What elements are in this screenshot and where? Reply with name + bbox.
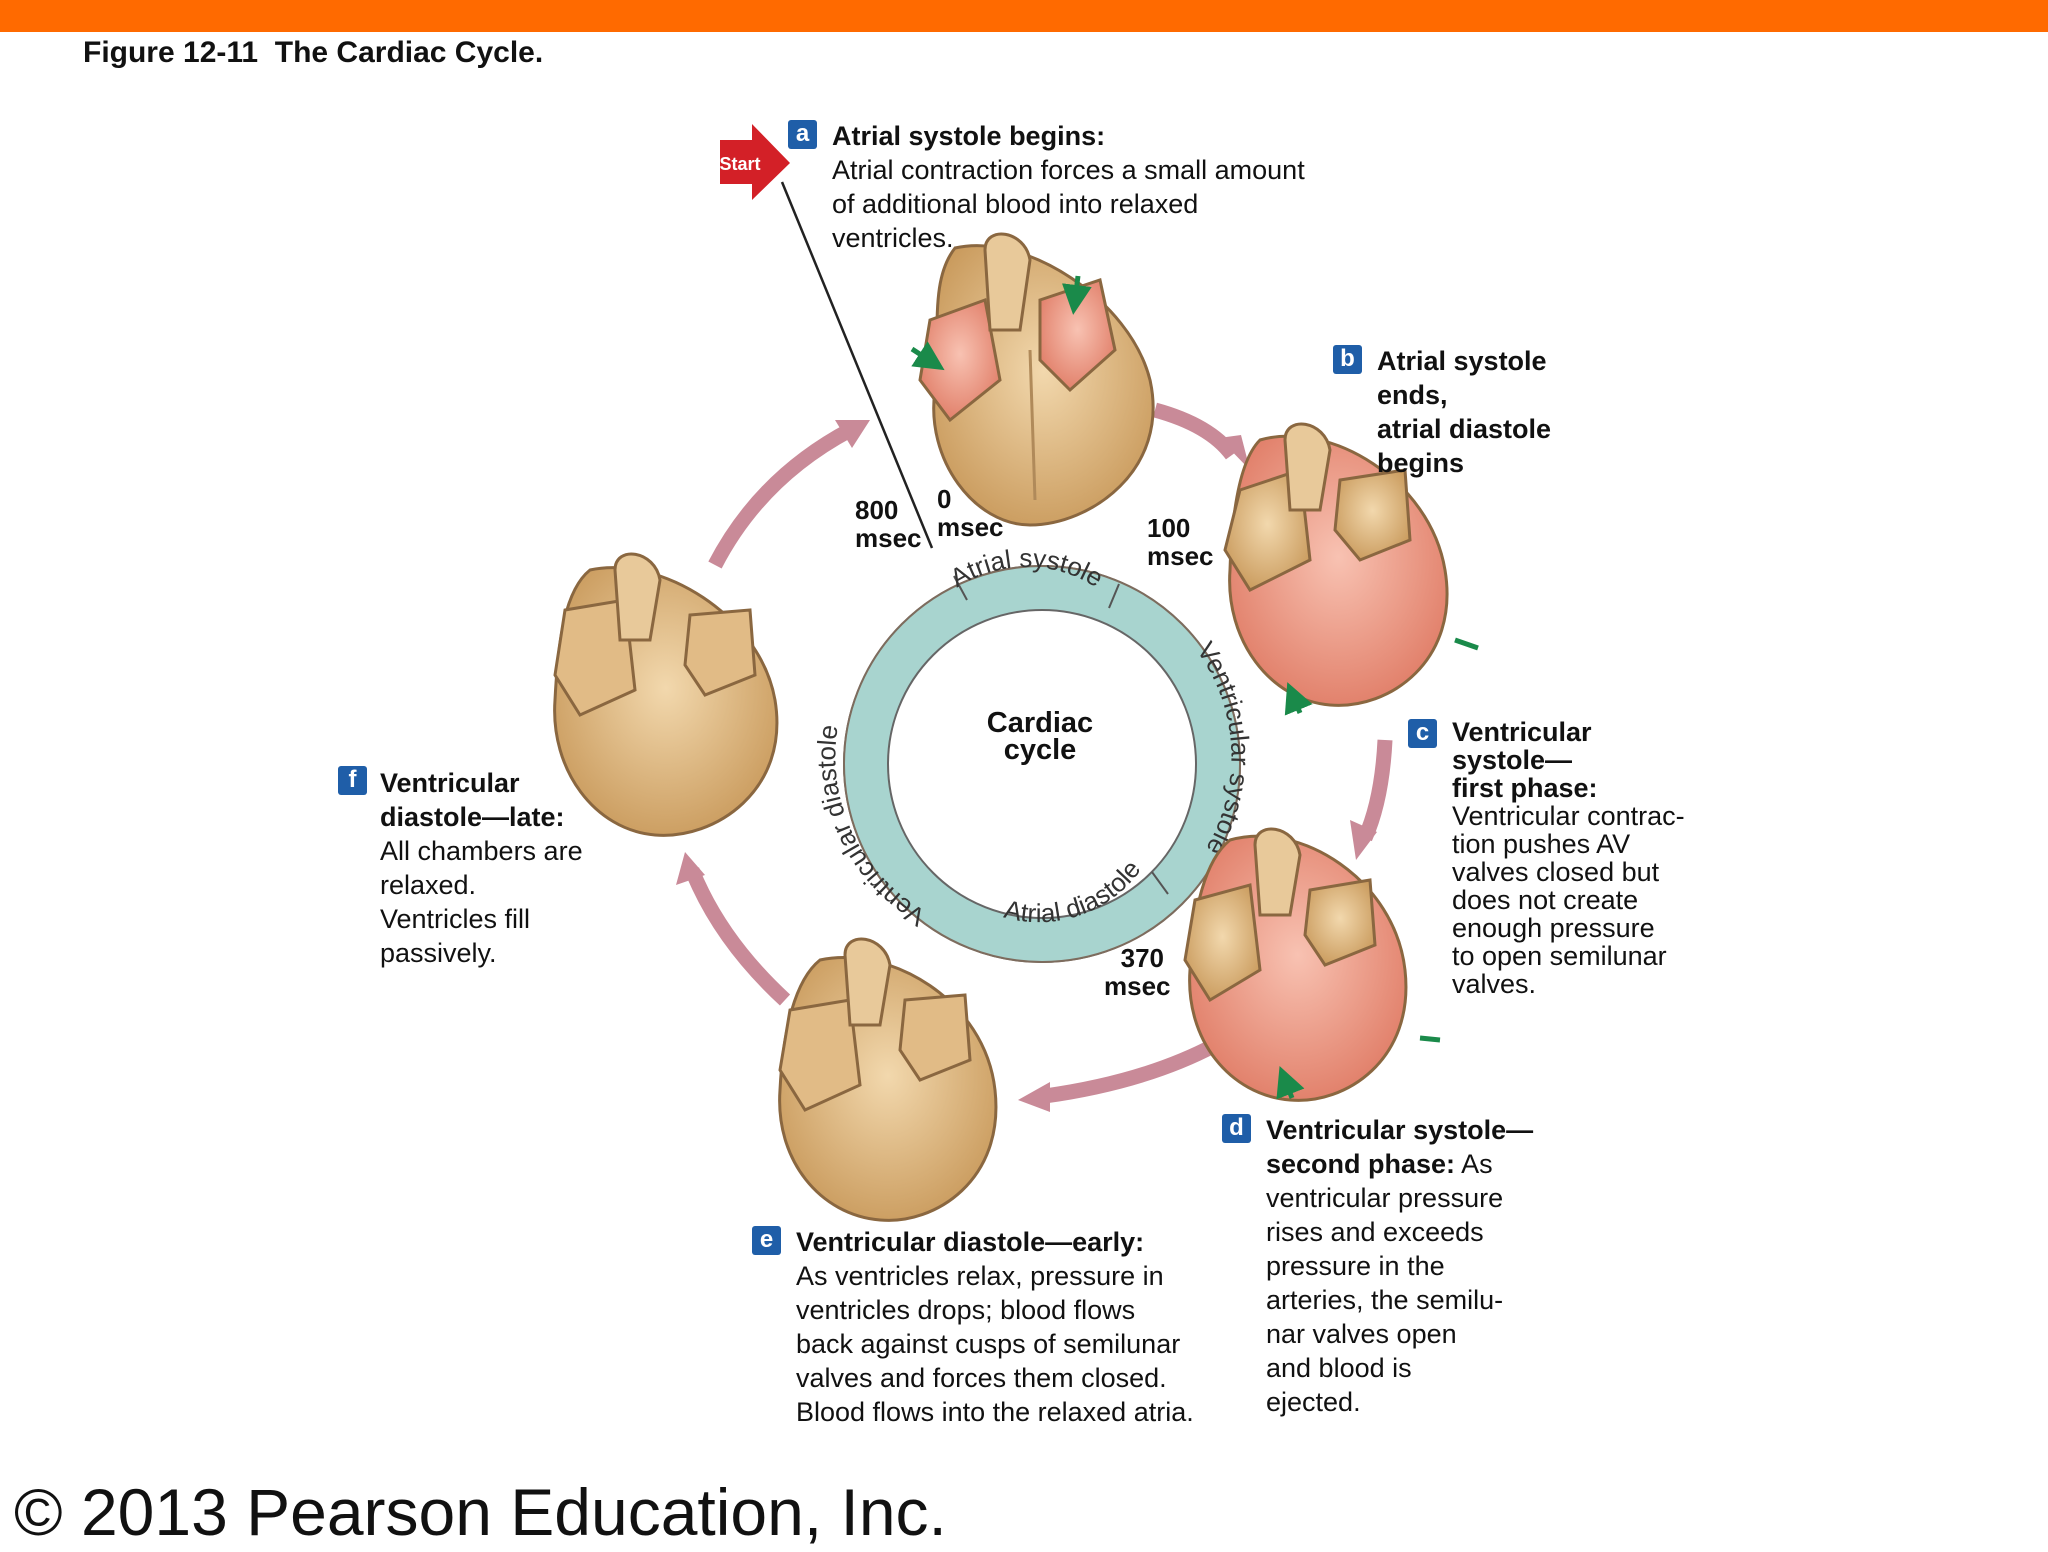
step-d-text: Ventricular systole— second phase: As ve…	[1266, 1115, 1534, 1417]
arrowhead-b-to-c	[1350, 820, 1377, 860]
arrowhead-e-to-f	[676, 852, 705, 885]
badge-c: c	[1408, 719, 1437, 748]
badge-d: d	[1222, 1114, 1251, 1143]
badge-f: f	[338, 766, 367, 795]
step-a-title: Atrial systole begins:	[832, 121, 1106, 151]
start-pointer-line	[780, 181, 934, 549]
arrowhead-d-to-e	[1018, 1082, 1050, 1112]
cycle-arrow-d-to-e	[1043, 1038, 1219, 1104]
heart-f-illustration	[553, 552, 779, 837]
ring-center	[887, 609, 1197, 919]
badge-b: b	[1333, 345, 1362, 374]
cycle-arrow-f-to-a	[708, 423, 854, 569]
figure-title: Figure 12-11 The Cardiac Cycle.	[83, 36, 544, 69]
cycle-arrow-e-to-f	[685, 867, 791, 1006]
step-a-text: Atrial systole begins: Atrial contractio…	[832, 121, 1305, 253]
cycle-arrows	[685, 402, 1393, 1104]
arrowhead-a-to-b	[1219, 435, 1250, 470]
ring-inner-teal	[844, 566, 1240, 962]
arrowhead-f-to-a	[835, 420, 870, 448]
badge-e: e	[752, 1226, 781, 1255]
step-b-text: Atrial systole ends, atrial diastole beg…	[1377, 346, 1552, 478]
heart-b-illustration	[1223, 422, 1479, 716]
top-accent-bar	[0, 0, 2048, 32]
step-f-text: Ventricular diastole—late: All chambers …	[380, 768, 583, 968]
step-c-text: Ventricular systole— first phase: Ventri…	[1452, 717, 1685, 999]
badge-a: a	[788, 120, 817, 149]
step-e-text: Ventricular diastole—early: As ventricle…	[796, 1227, 1194, 1427]
copyright-notice: © 2013 Pearson Education, Inc.	[14, 1475, 947, 1549]
heart-c-illustration	[1183, 827, 1441, 1102]
cycle-arrow-a-to-b	[1152, 402, 1239, 460]
cycle-arrow-b-to-c	[1358, 739, 1393, 842]
cycle-arrowheads	[676, 420, 1377, 1112]
start-label: Start	[719, 154, 760, 174]
heart-e-illustration	[778, 937, 998, 1222]
heart-a-illustration	[910, 232, 1155, 527]
start-arrow: Start	[719, 124, 934, 549]
